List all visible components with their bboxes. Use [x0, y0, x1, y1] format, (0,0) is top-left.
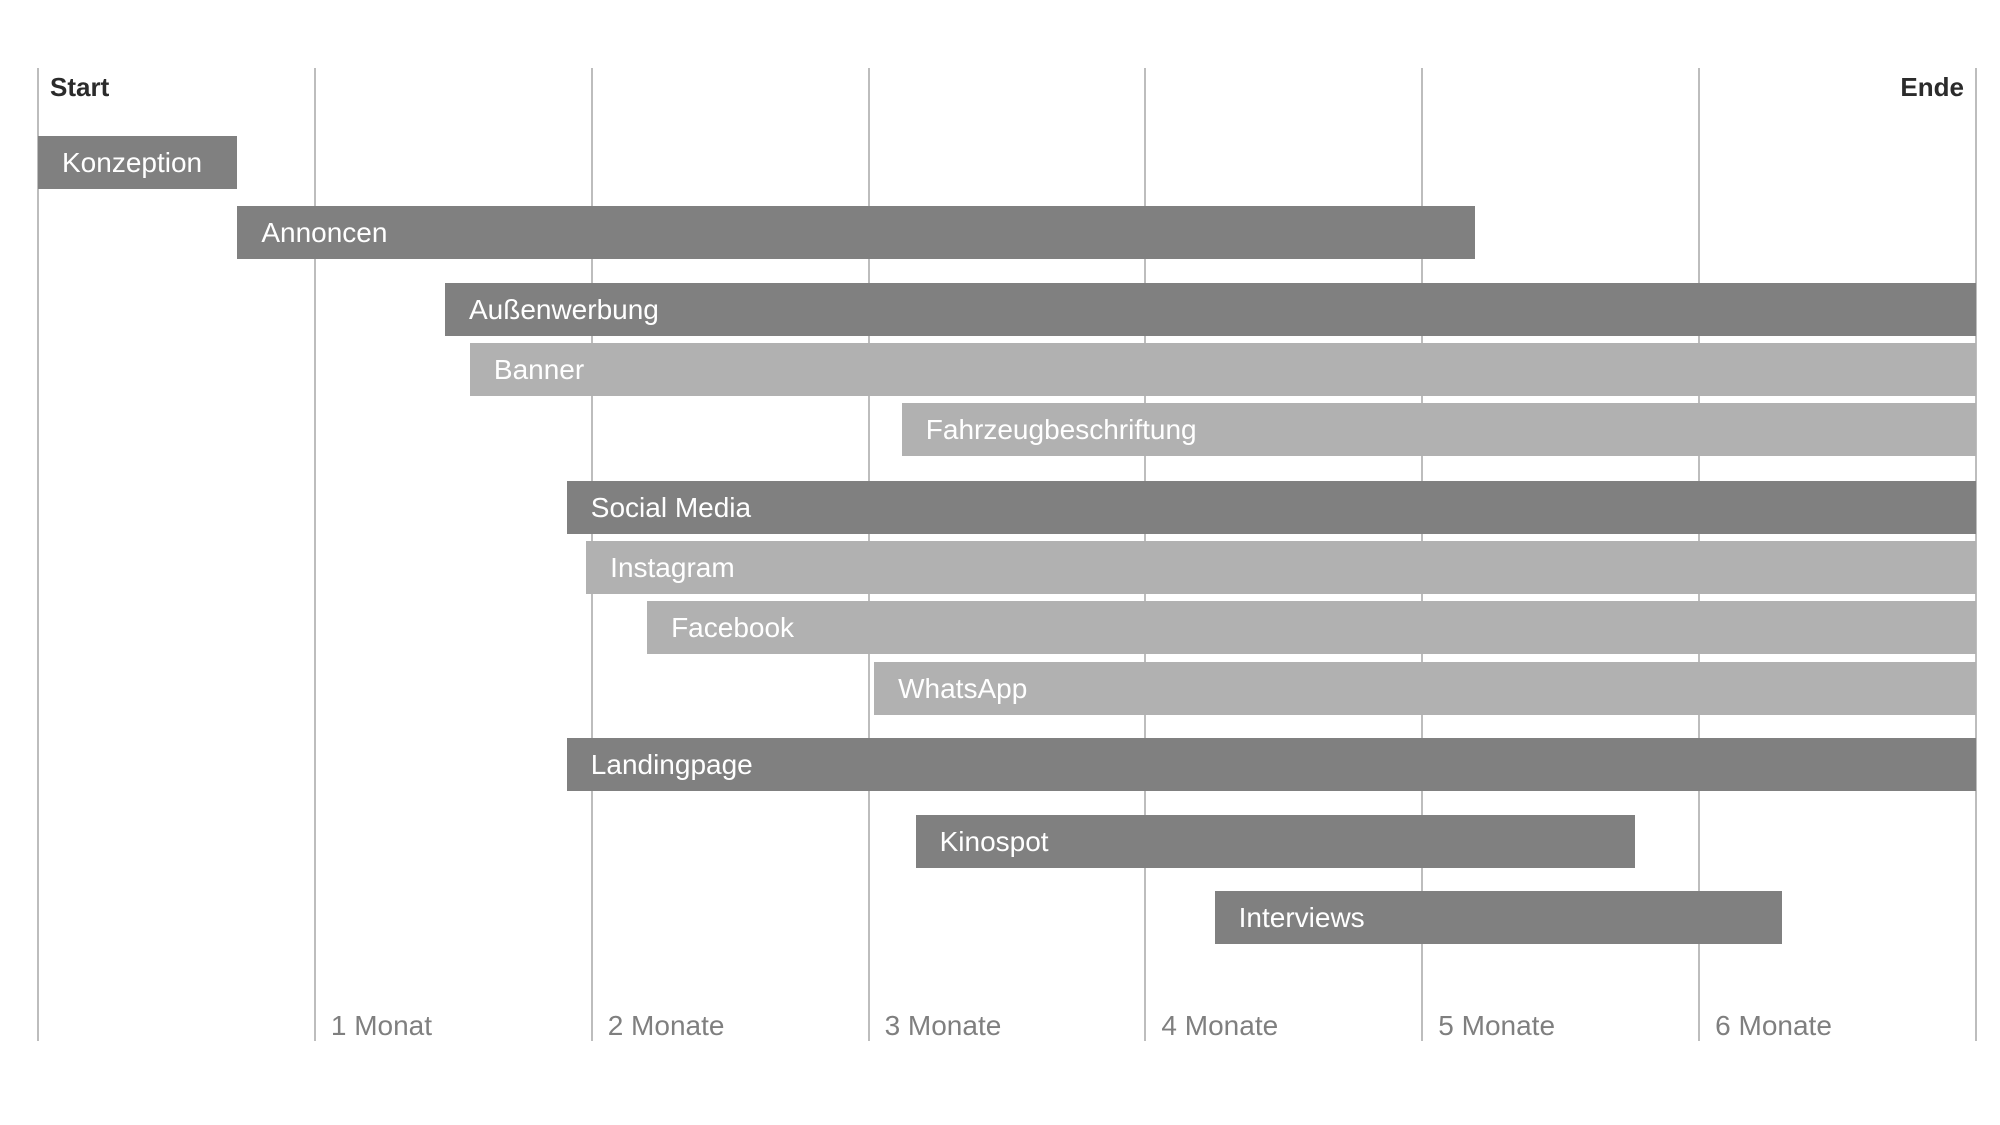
- task-bar: WhatsApp: [874, 662, 1976, 715]
- task-bar: Facebook: [647, 601, 1976, 654]
- grid-line: [1975, 68, 1977, 1041]
- task-bar: Annoncen: [237, 206, 1475, 259]
- tick-label: 2 Monate: [607, 1010, 725, 1041]
- task-bar: Banner: [469, 343, 1976, 396]
- task-bar: Kinospot: [915, 815, 1636, 868]
- task-bar: Instagram: [586, 541, 1976, 594]
- tick-label: 6 Monate: [1715, 1010, 1832, 1041]
- grid-line: [313, 68, 316, 1041]
- task-bar: Interviews: [1214, 891, 1783, 944]
- task-bar: Außenwerbung: [444, 283, 1976, 336]
- task-bar: Landingpage: [566, 738, 1976, 791]
- end-label: Ende: [1900, 72, 1964, 102]
- tick-label: 4 Monate: [1161, 1010, 1279, 1041]
- tick-label: 1 Monat: [330, 1010, 433, 1041]
- start-label: Start: [50, 72, 110, 102]
- task-bar: Social Media: [566, 481, 1976, 534]
- tick-label: 3 Monate: [884, 1010, 1002, 1041]
- task-bar: Konzeption: [38, 136, 238, 189]
- tick-label: 5 Monate: [1438, 1010, 1556, 1041]
- grid-line: [37, 68, 39, 1041]
- task-bar: Fahrzeugbeschriftung: [901, 403, 1976, 456]
